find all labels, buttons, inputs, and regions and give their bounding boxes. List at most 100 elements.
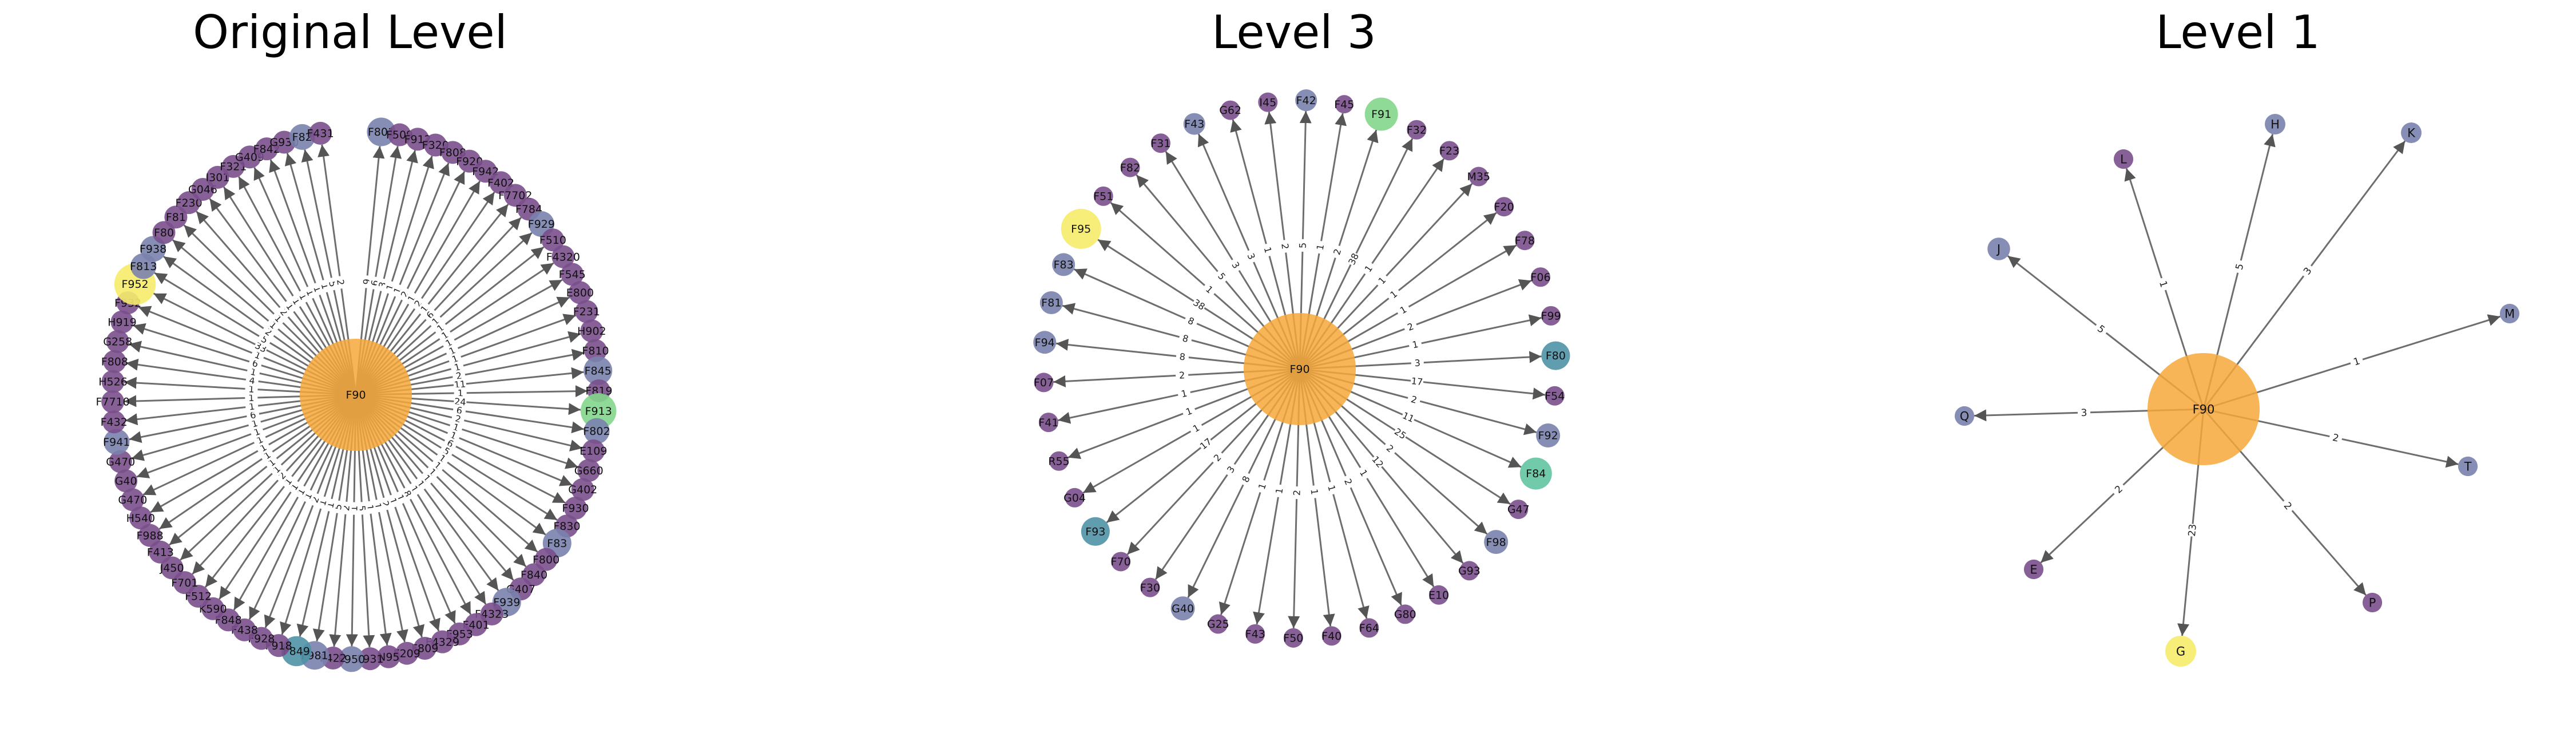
graph-node-label: F4320 xyxy=(546,251,580,263)
graph-node-label: M35 xyxy=(1467,171,1491,183)
edge-label-bg xyxy=(260,323,277,340)
edge-weight-label: 8 xyxy=(1181,332,1190,344)
graph-node xyxy=(2362,592,2383,613)
graph-node-label: F209 xyxy=(394,647,420,660)
edge-weight-label: 8 xyxy=(1179,351,1186,363)
graph-node xyxy=(1515,231,1535,251)
center-node-label: F90 xyxy=(346,389,366,402)
graph-node xyxy=(1140,577,1160,597)
edge-weight-label: 3 xyxy=(2081,407,2087,419)
graph-node xyxy=(160,556,184,580)
graph-node xyxy=(129,506,152,530)
graph-node xyxy=(1183,113,1205,135)
graph-node-label: F84 xyxy=(1526,467,1546,480)
graph-node xyxy=(424,133,447,157)
graph-node-label: G47 xyxy=(1507,504,1530,516)
graph-node xyxy=(1220,100,1240,120)
graph-node-label: F808 xyxy=(101,355,128,368)
edge-label-bg xyxy=(427,312,444,330)
edge-weight-label: 5 xyxy=(1297,243,1308,249)
graph-node xyxy=(580,319,604,343)
graph-node-label: F952 xyxy=(121,278,148,291)
graph-node-label: F99 xyxy=(1541,310,1561,323)
graph-node xyxy=(149,540,172,564)
graph-node xyxy=(534,548,558,571)
graph-node-label: G93 xyxy=(1458,565,1480,577)
graph-node-label: F54 xyxy=(1545,390,1565,402)
edge-label-bg xyxy=(1175,350,1189,363)
graph-node xyxy=(551,245,575,268)
edge-label-bg xyxy=(1222,461,1240,478)
edge-label-bg xyxy=(1308,485,1321,499)
graph-node-label: M xyxy=(2504,307,2515,320)
edge-label-bg xyxy=(1178,331,1193,346)
edge-weight-label: 1 xyxy=(1180,388,1188,400)
graph-node xyxy=(289,124,315,150)
edge-label-bg xyxy=(1360,260,1377,278)
graph-node xyxy=(367,117,396,146)
graph-node-label: F32 xyxy=(1407,124,1427,136)
graph-node xyxy=(1321,626,1341,646)
edge-label-bg xyxy=(436,327,454,344)
graph-node xyxy=(1065,488,1085,508)
graph-node xyxy=(1258,92,1278,112)
graph-node-label: F928 xyxy=(248,632,275,645)
edge-label-bg xyxy=(410,295,427,312)
graph-node-label: F842 xyxy=(253,143,280,156)
edge-label-bg xyxy=(1260,242,1275,258)
graph-node xyxy=(1439,141,1459,161)
graph-node xyxy=(152,221,176,244)
graph-node-label: F813 xyxy=(130,260,157,273)
graph-node xyxy=(584,339,608,362)
graph-node-label: F402 xyxy=(487,177,514,189)
graph-node-label: G470 xyxy=(106,455,135,468)
edge-label-bg xyxy=(1402,319,1419,335)
edge-label-bg xyxy=(2077,406,2091,419)
edge-label-bg xyxy=(1355,465,1372,482)
graph-node-label: F51 xyxy=(1093,191,1113,203)
edge-label-bg xyxy=(268,461,285,478)
graph-node-label: F545 xyxy=(559,268,586,281)
center-node-label: F90 xyxy=(1289,363,1309,376)
graph-node-label: F7702 xyxy=(498,189,532,202)
graph-node-label: F94 xyxy=(1035,336,1055,349)
graph-node-label: G25 xyxy=(1207,618,1229,631)
graph-node xyxy=(309,121,332,145)
graph-node xyxy=(110,310,134,334)
graph-node xyxy=(106,330,129,353)
graph-node-label: G470 xyxy=(118,494,147,506)
edge-weight-label: 1 xyxy=(1315,244,1326,251)
graph-node xyxy=(1093,186,1113,206)
graph-node-label: F82 xyxy=(1120,161,1140,174)
edge-label-bg xyxy=(1175,369,1189,382)
graph-node-label: G660 xyxy=(574,465,604,477)
edge-label-bg xyxy=(434,450,451,467)
graph-node xyxy=(1034,373,1054,393)
graph-node-label: F432 xyxy=(101,416,128,429)
edge-weight-label: 3 xyxy=(1414,358,1420,369)
graph-node xyxy=(1283,628,1303,648)
graph-node xyxy=(359,647,382,671)
graph-node xyxy=(1081,517,1110,546)
edge-label-bg xyxy=(2156,276,2171,292)
edge-label-bg xyxy=(2328,430,2343,445)
graph-node-label: F95 xyxy=(1071,223,1091,236)
graph-node-label: F43 xyxy=(1184,118,1204,130)
graph-node xyxy=(1033,331,1057,354)
graph-node-label: F78 xyxy=(1515,235,1535,247)
graph-node xyxy=(238,145,261,169)
graph-node-label: F7710 xyxy=(96,396,129,409)
graph-node-label: F83 xyxy=(1054,259,1074,271)
node-layer: F90F45F91F32F23M35F20F78F06F99F80F54F92F… xyxy=(1033,89,1570,648)
graph-node xyxy=(1536,423,1561,447)
edge-weight-label: 1 xyxy=(248,383,255,395)
graph-node-label: J xyxy=(1996,242,2001,256)
edge-weight-label: 2 xyxy=(2331,432,2340,445)
graph-node xyxy=(249,627,273,650)
graph-node-label: F81 xyxy=(166,211,186,224)
edge-weight-label: 2 xyxy=(1179,370,1185,381)
edge-label-bg xyxy=(418,470,435,487)
graph-node xyxy=(1061,208,1101,249)
graph-node-label: F802 xyxy=(583,425,610,438)
